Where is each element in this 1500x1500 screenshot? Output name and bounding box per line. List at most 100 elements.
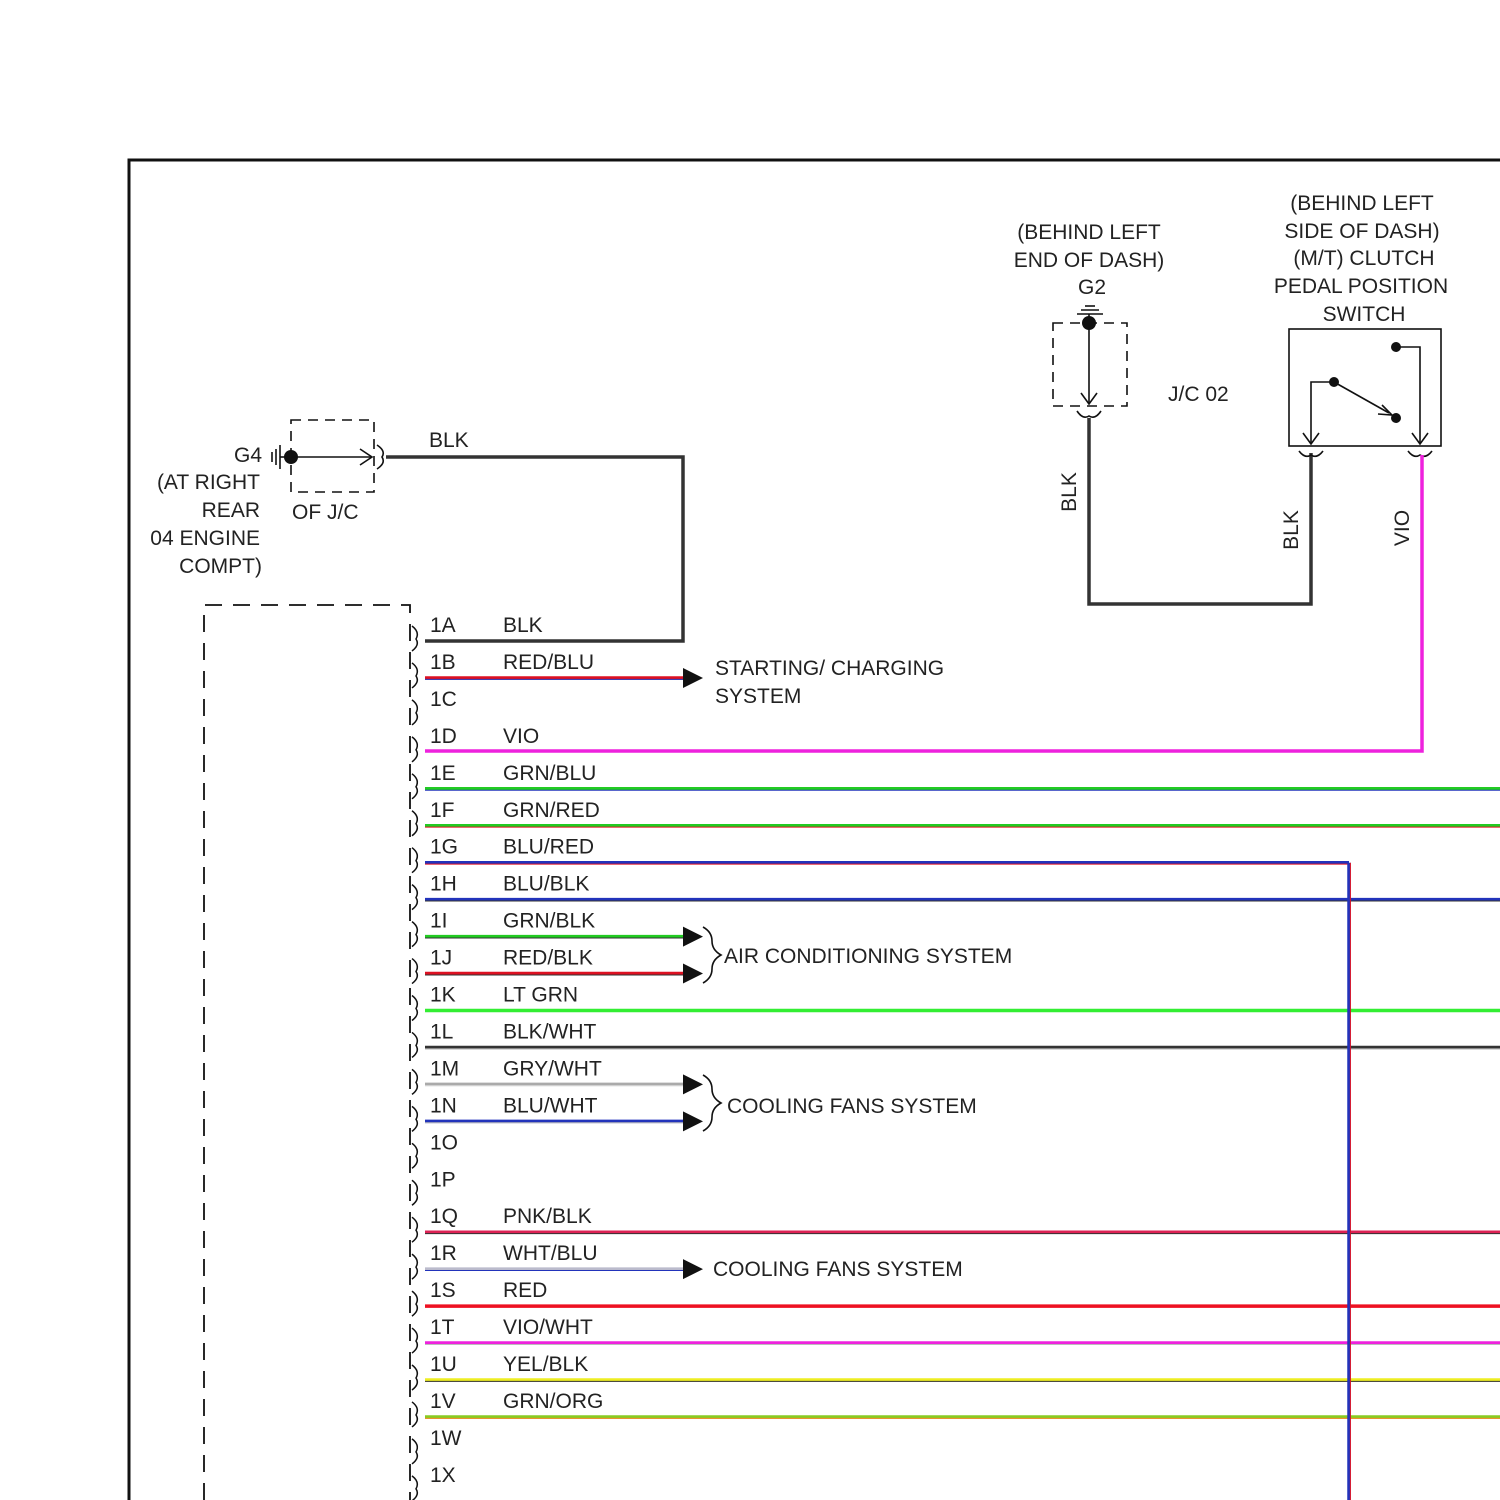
pin-label: 1X (430, 1464, 456, 1487)
dest-air-conditioning: AIR CONDITIONING SYSTEM (724, 945, 1012, 968)
arrow-right-icon (683, 1074, 703, 1094)
connector-bracket-icon (1408, 451, 1432, 456)
connector-bracket-icon (412, 1291, 417, 1316)
connector-bracket-icon (412, 1069, 417, 1094)
wire-color-label: RED (503, 1279, 547, 1302)
g4-jc-label: OF J/C (292, 501, 359, 524)
pin-label: 1H (430, 873, 457, 896)
g2-location-line-1: (BEHIND LEFT (1017, 221, 1161, 244)
wire-color-label: RED/BLK (503, 947, 593, 970)
switch-pivot-dot-icon (1329, 377, 1339, 387)
connector-bracket-icon (412, 959, 417, 984)
g4-id: G4 (234, 444, 262, 467)
pin-label: 1G (430, 836, 458, 859)
connector-bracket-icon (412, 700, 417, 725)
pin-label: 1B (430, 651, 456, 674)
arrow-right-icon (683, 668, 703, 688)
connector-bracket-icon (412, 1217, 417, 1242)
pin-label: 1T (430, 1316, 455, 1339)
connector-bracket-icon (412, 922, 417, 947)
pin-label: 1E (430, 762, 456, 785)
connector-bracket-icon (412, 1254, 417, 1279)
pin-label: 1R (430, 1242, 457, 1265)
dest-cooling-fans-2: COOLING FANS SYSTEM (713, 1258, 963, 1281)
wire-color-label: BLU/WHT (503, 1094, 598, 1117)
wire-color-label: GRY/WHT (503, 1057, 602, 1080)
g2-jc-dashed-box (1053, 323, 1127, 406)
pin-label: 1V (430, 1390, 456, 1413)
g4-location-line-4: COMPT) (179, 555, 262, 578)
connector-bracket-icon (412, 1476, 417, 1500)
dest-starting-charging-line-2: SYSTEM (715, 685, 801, 708)
connector-bracket-icon (412, 1365, 417, 1390)
wire-color-label: BLK (503, 614, 543, 637)
pin-label: 1F (430, 799, 455, 822)
pin-label: 1L (430, 1020, 453, 1043)
connector-bracket-icon (377, 445, 383, 469)
connector-bracket-icon (412, 1439, 417, 1464)
g2-ground-block: (BEHIND LEFT END OF DASH) G2 J/C 02 BLK (1014, 221, 1311, 604)
arrow-right-icon (683, 1259, 703, 1279)
clutch-switch-label-line-4: PEDAL POSITION (1274, 275, 1448, 298)
pin-label: 1J (430, 947, 452, 970)
pin-label: 1C (430, 688, 457, 711)
pin-label: 1M (430, 1057, 459, 1080)
connector-bracket-icon (412, 1032, 417, 1057)
clutch-switch-label-line-5: SWITCH (1323, 303, 1406, 326)
pin-label: 1S (430, 1279, 456, 1302)
pin-label: 1D (430, 725, 457, 748)
g4-wire-color-label: BLK (429, 429, 469, 452)
diagram-frame (129, 160, 1500, 1500)
connector-bracket-icon (412, 811, 417, 836)
g2-id: G2 (1078, 276, 1106, 299)
wire-color-label: GRN/RED (503, 799, 600, 822)
switch-contact-icon (1303, 347, 1428, 444)
connector-bracket-icon (412, 1328, 417, 1353)
connector-bracket-icon (412, 885, 417, 910)
clutch-switch-label-line-3: (M/T) CLUTCH (1293, 247, 1434, 270)
wire-color-label: WHT/BLU (503, 1242, 598, 1265)
arrow-right-icon (683, 927, 703, 947)
wire-color-label: GRN/ORG (503, 1390, 603, 1413)
wire-color-label: RED/BLU (503, 651, 594, 674)
wire-color-label: VIO (503, 725, 539, 748)
g4-jc-dashed-box (291, 420, 374, 492)
pin-label: 1N (430, 1094, 457, 1117)
wire-color-label: LT GRN (503, 984, 578, 1007)
connector-bracket-icon (1077, 411, 1101, 417)
connector-bracket-icon (412, 996, 417, 1021)
clutch-switch-right-wire-label: VIO (1391, 510, 1414, 546)
wire-color-label: VIO/WHT (503, 1316, 593, 1339)
wire-color-label: BLK/WHT (503, 1020, 597, 1043)
dest-starting-charging-line-1: STARTING/ CHARGING (715, 657, 944, 680)
pin-label: 1U (430, 1353, 457, 1376)
pin-label: 1I (430, 910, 448, 933)
jc02-label: J/C 02 (1168, 383, 1229, 406)
connector-bracket-icon (412, 737, 417, 762)
connector-bracket-icon (412, 848, 417, 873)
clutch-switch-left-wire-label: BLK (1280, 510, 1303, 550)
pin-label: 1W (430, 1427, 462, 1450)
connector-bracket-icon (412, 663, 417, 688)
brace-icon (703, 927, 721, 983)
wire-color-label: YEL/BLK (503, 1353, 588, 1376)
wire-color-label: GRN/BLK (503, 910, 595, 933)
component-dashed-outline (204, 605, 410, 1500)
g4-ground-block: G4 (AT RIGHT REAR 04 ENGINE COMPT) OF J/… (150, 420, 683, 641)
clutch-switch-label-line-2: SIDE OF DASH) (1284, 220, 1439, 243)
brace-icon (703, 1075, 721, 1131)
connector-bracket-icon (412, 1180, 417, 1205)
connector-bracket-icon (412, 774, 417, 799)
pin-label: 1O (430, 1131, 458, 1154)
g2-location-line-2: END OF DASH) (1014, 249, 1165, 272)
dest-cooling-fans-1: COOLING FANS SYSTEM (727, 1095, 977, 1118)
arrow-right-icon (683, 964, 703, 984)
pin-label: 1Q (430, 1205, 458, 1228)
wire-color-label: BLU/RED (503, 836, 594, 859)
wire-color-label: BLU/BLK (503, 873, 589, 896)
connector-bracket-icon (412, 626, 417, 651)
g2-wire-color-label: BLK (1058, 472, 1081, 512)
connector-bracket-icon (412, 1402, 417, 1427)
g4-location-line-1: (AT RIGHT (157, 471, 260, 494)
